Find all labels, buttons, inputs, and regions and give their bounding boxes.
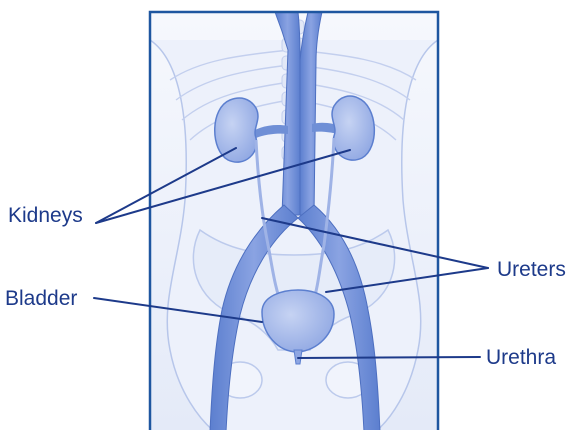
label-kidneys: Kidneys — [8, 205, 83, 226]
label-urethra: Urethra — [486, 347, 556, 368]
right-kidney — [332, 96, 374, 160]
label-ureters: Ureters — [497, 259, 566, 280]
left-kidney — [215, 98, 258, 162]
label-bladder: Bladder — [5, 288, 77, 309]
urethra-leader — [298, 357, 480, 358]
